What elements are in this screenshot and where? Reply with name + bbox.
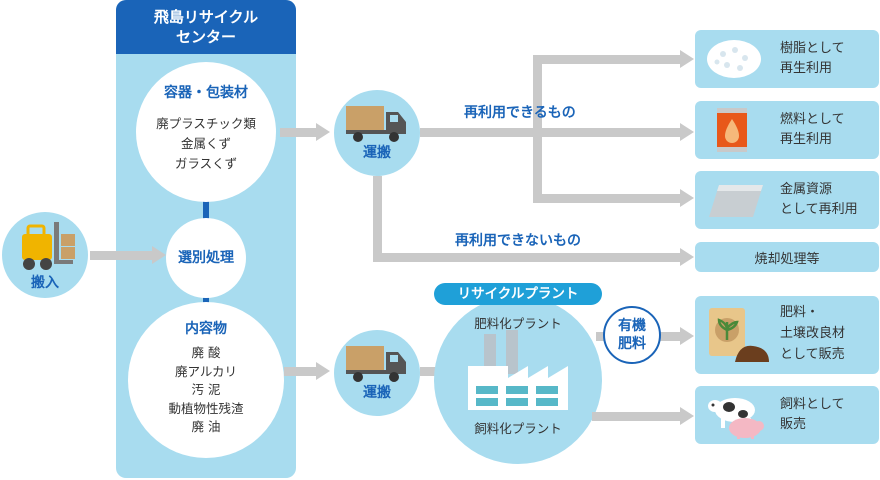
center-title-line1: 飛島リサイクル [153, 8, 259, 26]
output-incineration: 焼却処理等 [695, 242, 879, 272]
sorting-label: 選別処理 [178, 250, 234, 266]
transport-top-circle: 運搬 [334, 90, 420, 176]
output-fertilizer-line2: 土壌改良材 [780, 326, 846, 341]
arrowhead-incineration [680, 248, 694, 266]
contents-item: 廃 油 [191, 419, 221, 434]
transport-top-label: 運搬 [363, 145, 391, 161]
contents-node: 内容物 廃 酸 廃アルカリ 汚 泥 動植物性残渣 廃 油 [128, 302, 284, 458]
non-recyclable-line [373, 253, 680, 262]
recyclable-line [420, 128, 680, 137]
output-fertilizer-line1: 肥料・ [780, 305, 820, 320]
contents-items: 廃 酸 廃アルカリ 汚 泥 動植物性残渣 廃 油 [128, 344, 284, 437]
organic-line1: 有機 [618, 318, 646, 334]
arrowhead-truck-bottom [316, 362, 330, 380]
output-feed: 飼料として 販売 [695, 386, 879, 444]
center-title-line2: センター [175, 28, 236, 46]
arrowhead-fertilizer [680, 327, 694, 345]
output-fuel: 燃料として 再生利用 [695, 101, 879, 159]
containers-items: 廃プラスチック類 金属くず ガラスくず [136, 114, 276, 174]
arrowhead-fuel [680, 123, 694, 141]
containers-item: 廃プラスチック類 [156, 116, 256, 131]
plant-title: リサイクルプラント [457, 286, 579, 302]
truck-icon [346, 106, 406, 142]
output-resin-line1: 樹脂として [780, 41, 845, 56]
contents-item: 廃 酸 [191, 345, 221, 360]
arrow-to-truck-top [280, 128, 316, 137]
output-resin-line2: 再生利用 [780, 61, 833, 76]
arrowhead-feed [680, 407, 694, 425]
intake-circle: 搬入 [2, 212, 88, 298]
center-header: 飛島リサイクル センター [116, 0, 296, 54]
non-recyclable-vertical [373, 176, 382, 262]
containers-item: ガラスくず [174, 156, 238, 171]
contents-item: 汚 泥 [191, 382, 221, 397]
arrowhead-truck-top [316, 123, 330, 141]
plant-fertilizer-label: 肥料化プラント [474, 316, 562, 331]
fuel-can-icon [717, 108, 747, 152]
plant-to-feed-line [592, 412, 680, 421]
containers-item: 金属くず [180, 136, 231, 151]
forklift-icon [22, 222, 75, 270]
metal-sheet-icon [709, 185, 763, 217]
transport-bottom-circle: 運搬 [334, 330, 420, 416]
branch-to-resin [533, 55, 680, 64]
output-feed-line1: 飼料として [780, 397, 845, 412]
organic-fertilizer-badge: 有機 肥料 [603, 306, 661, 364]
branch-vertical [533, 55, 542, 203]
truck-icon [346, 346, 406, 382]
fertilizer-bag-icon [709, 308, 769, 362]
output-metal: 金属資源 として再利用 [695, 171, 879, 229]
output-incineration-text: 焼却処理等 [754, 252, 820, 267]
intake-arrow [90, 251, 152, 260]
intake-arrowhead [152, 246, 166, 264]
output-fuel-line1: 燃料として [780, 112, 845, 127]
contents-title: 内容物 [185, 321, 227, 337]
output-fertilizer: 肥料・ 土壌改良材 として販売 [695, 296, 879, 374]
contents-item: 廃アルカリ [174, 363, 237, 379]
output-fuel-line2: 再生利用 [780, 132, 833, 147]
contents-item: 動植物性残渣 [168, 400, 244, 416]
truck-to-plant-connector [420, 367, 436, 376]
intake-label: 搬入 [31, 275, 59, 291]
plant-feed-label: 飼料化プラント [474, 421, 562, 436]
output-resin: 樹脂として 再生利用 [695, 30, 879, 88]
arrowhead-resin [680, 50, 694, 68]
output-metal-line2: として再利用 [780, 202, 858, 217]
output-feed-line2: 販売 [780, 417, 807, 432]
plant-title-badge: リサイクルプラント [434, 283, 602, 305]
connector-top [203, 200, 209, 230]
cow-pig-icon [708, 398, 764, 439]
arrowhead-metal [680, 189, 694, 207]
transport-bottom-label: 運搬 [363, 385, 391, 401]
resin-pellets-icon [707, 40, 761, 78]
organic-line2: 肥料 [618, 336, 646, 352]
sorting-node: 選別処理 [166, 218, 246, 298]
route-recyclable-label: 再利用できるもの [464, 105, 576, 121]
containers-title: 容器・包装材 [164, 85, 248, 101]
branch-to-metal [533, 194, 680, 203]
containers-node: 容器・包装材 廃プラスチック類 金属くず ガラスくず [136, 62, 276, 202]
factory-icon [468, 330, 568, 410]
output-fertilizer-line3: として販売 [780, 347, 845, 362]
arrow-to-truck-bottom [284, 367, 316, 376]
output-metal-line1: 金属資源 [780, 182, 833, 197]
route-non-recyclable-label: 再利用できないもの [455, 233, 581, 249]
